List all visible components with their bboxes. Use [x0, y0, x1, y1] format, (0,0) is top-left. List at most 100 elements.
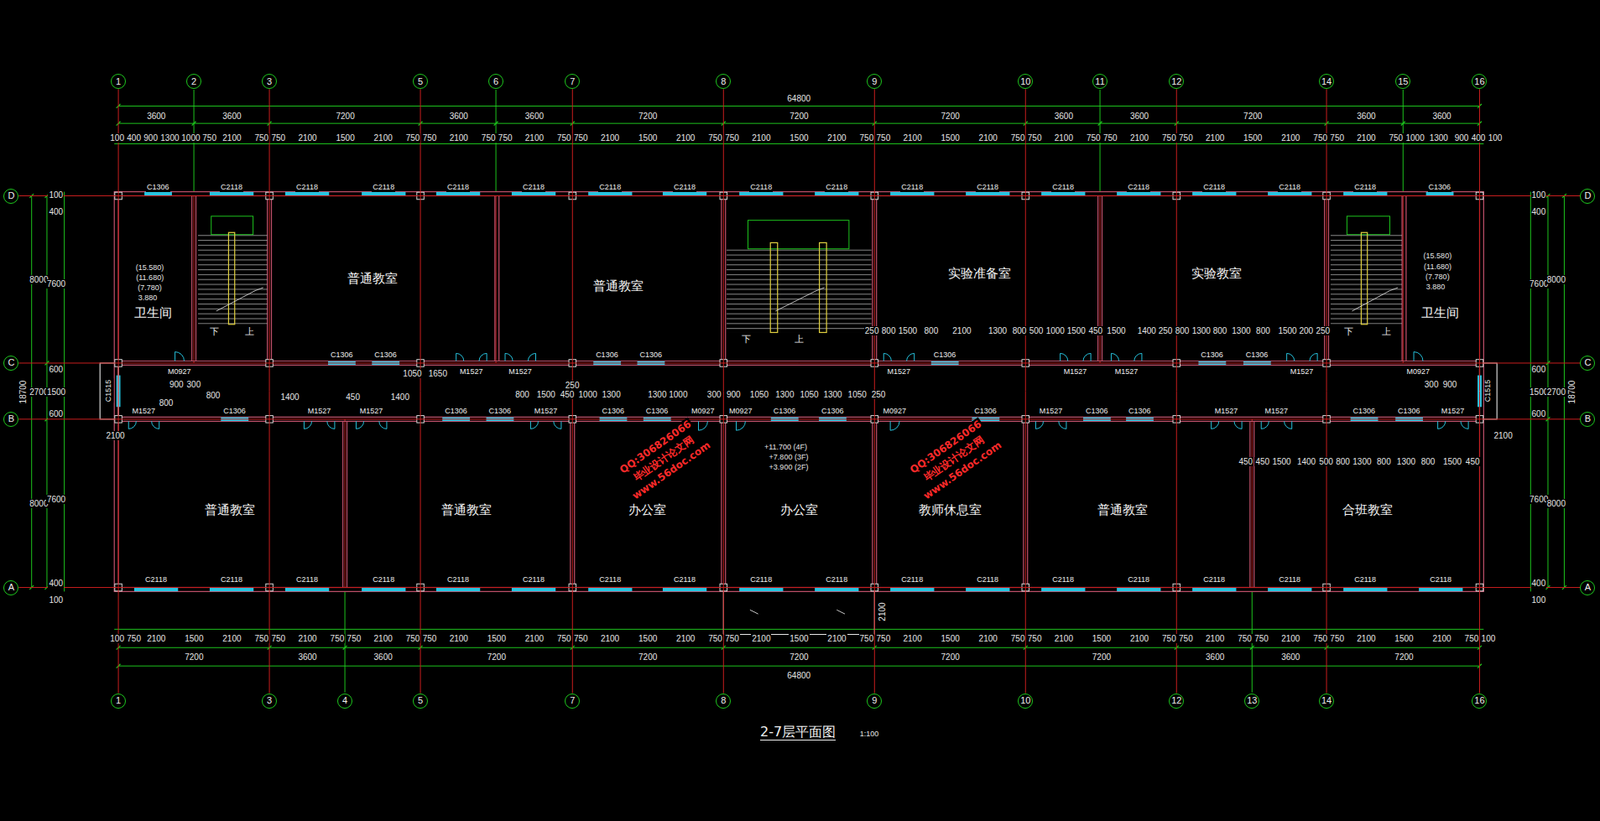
dimension-text: 750 [1010, 133, 1027, 143]
drawing-use [456, 353, 487, 361]
dimension-text: 1400 [1296, 457, 1317, 467]
dimension-text: 100 [1487, 133, 1504, 143]
axis-number: 3 [266, 77, 272, 87]
dimension-text: 800 [514, 390, 531, 400]
dimension-text: 1500 [1066, 326, 1087, 336]
dimension-text: 750 [125, 634, 142, 644]
dimension-text: 2100 [1355, 133, 1376, 143]
dimension-text: 1300 [159, 133, 180, 143]
axis-bubble: 9 [866, 693, 882, 709]
dimension-text: 1500 [788, 634, 809, 644]
drawing-use [890, 588, 934, 592]
dimension-text: 2100 [599, 133, 621, 143]
dimension-text: 250 [564, 380, 581, 391]
dimension-text: 250 [1314, 326, 1331, 336]
axis-line [18, 418, 1580, 420]
dimension-text: 900 [1442, 380, 1459, 390]
drawing-use [1060, 353, 1091, 361]
drawing-use [814, 192, 859, 196]
dimension-text: 2100 [373, 133, 394, 143]
axis-line [269, 88, 271, 694]
window-tag: C2118 [824, 183, 849, 193]
elevation-text: (11.680) [135, 274, 165, 283]
axis-bubble: 13 [1244, 693, 1260, 709]
drawing-rect [819, 242, 828, 333]
door-window-tag: C1306 [932, 351, 958, 360]
axis-number: C [7, 358, 15, 368]
door-window-tag: M1527 [1038, 407, 1064, 417]
room-name: 办公室 [780, 502, 819, 518]
drawing-use [1267, 588, 1312, 592]
drawing-line [118, 123, 1480, 125]
drawing-use [1418, 588, 1463, 592]
dimension-text: 800 [158, 398, 175, 408]
door-window-tag: M1527 [507, 368, 533, 377]
dimension-text: 750 [707, 634, 724, 644]
dimension-text: 250 [1157, 326, 1174, 336]
dimension-text: 800 [880, 326, 897, 336]
dimension-text: 1650 [427, 369, 449, 379]
dimension-text: 750 [201, 133, 218, 143]
drawing-line [114, 143, 1484, 145]
dimension-text: 750 [1177, 634, 1194, 644]
dimension-text: 18700 [18, 379, 28, 405]
axis-bubble: 3 [261, 73, 277, 89]
drawing-polyline [1351, 287, 1398, 312]
dimension-text: 750 [253, 133, 270, 143]
axis-bubble: C [3, 355, 19, 371]
dimension-text: 750 [1177, 133, 1194, 143]
dimension-text: 2100 [675, 133, 696, 143]
dimension-text: 1000 [667, 390, 688, 400]
window-tag: C2118 [295, 576, 319, 585]
drawing-use [1211, 421, 1242, 429]
axis-number: 9 [871, 77, 877, 87]
door-window-tag: M1527 [1263, 407, 1289, 417]
dimension-text: 750 [1010, 634, 1027, 644]
dimension-text: 7200 [334, 111, 355, 121]
drawing-use [735, 421, 746, 431]
drawing-use [355, 421, 386, 429]
dimension-text: 1500 [1393, 634, 1414, 644]
dimension-text: 400 [47, 207, 64, 217]
stairs [198, 216, 1402, 334]
dimension-text: 750 [497, 133, 514, 143]
dimension-text: 1300 [774, 390, 795, 400]
room-area: 普通教室 [1025, 419, 1252, 589]
dimension-text: 3600 [1204, 652, 1225, 662]
room-name: 普通教室 [347, 271, 398, 287]
axis-bubble: 1 [110, 693, 126, 709]
elevation-text: 3.880 [137, 294, 159, 303]
secondary-axis-lines [193, 196, 1403, 589]
dimension-text: 450 [344, 392, 361, 402]
dimension-text: 2100 [675, 634, 696, 644]
dimension-text: 250 [870, 390, 887, 400]
dimension-text: 1500 [46, 387, 67, 397]
door-window-tag: C1306 [594, 351, 620, 360]
dimension-text: 2100 [1129, 634, 1150, 644]
dimension-text: 3600 [1431, 111, 1452, 121]
drawing-use [814, 588, 859, 592]
window-tag: C2118 [1202, 576, 1226, 585]
drawing-use [1261, 421, 1292, 429]
dimension-text: 1500 [1105, 326, 1126, 336]
door-window-tag: C1306 [1396, 407, 1422, 417]
door-window-tag: C1306 [820, 407, 845, 417]
dimension-text: 400 [1531, 207, 1548, 217]
dimension-text: 3600 [524, 111, 545, 121]
room-area: 普通教室 [118, 419, 345, 589]
dimension-text: 400 [1470, 133, 1487, 143]
elevation-text: +7.800 (3F) [768, 453, 810, 463]
axis-number: 12 [1171, 696, 1182, 706]
window-tag: C2118 [1126, 576, 1151, 585]
dimension-text: 750 [1102, 133, 1119, 143]
dimension-text: 750 [1312, 133, 1329, 143]
axis-number: 7 [569, 77, 575, 87]
dimension-lines [29, 89, 1567, 694]
dimension-text: 1500 [1442, 457, 1463, 467]
dimension-text: 450 [1087, 326, 1104, 336]
drawing-use [209, 588, 254, 592]
axis-number: 14 [1321, 696, 1332, 706]
stair-direction: 下 [740, 334, 752, 345]
axis-line [18, 362, 1580, 364]
dimension-text: 3600 [373, 652, 394, 662]
